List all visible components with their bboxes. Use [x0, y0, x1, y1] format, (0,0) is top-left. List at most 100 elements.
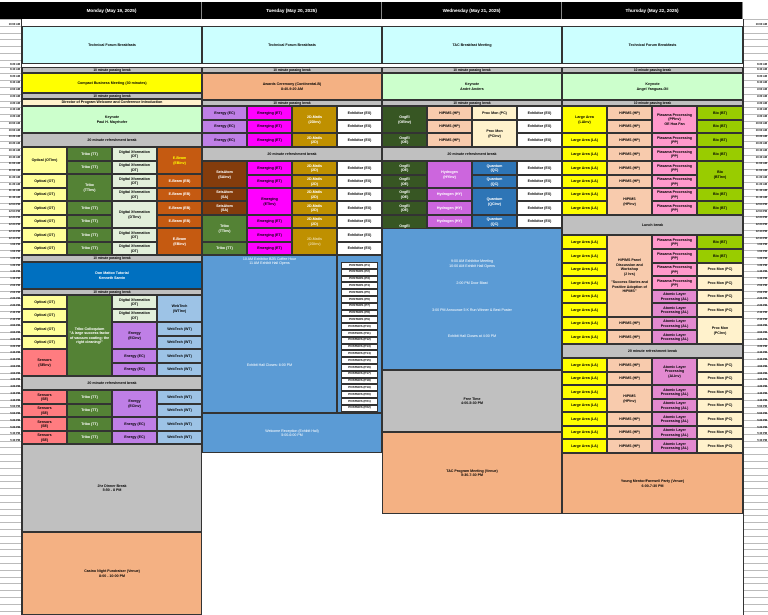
session-block-tribo[interactable]: Tribo (TT)	[67, 390, 112, 404]
session-block-exhibitor[interactable]: Exhibitor (EX)	[517, 175, 562, 188]
session-block-optical[interactable]: Optical (OTInv)	[22, 147, 67, 174]
session-block-ebeam[interactable]: E-Beam (EBInv)	[157, 228, 202, 255]
session-block-plasma[interactable]: Plasama Processing (PPInv) GE Hoa Fan	[652, 106, 697, 133]
session-block-og[interactable]: OxgEl (OE)	[382, 175, 427, 188]
session-block-keynote[interactable]: Keynote Angel Yanguas-Gil	[562, 73, 743, 100]
session-block-tribo[interactable]: Tribo (TT)	[67, 431, 112, 444]
session-block-bio[interactable]: Bio (BT)	[697, 106, 743, 120]
session-block-optical[interactable]: Optical (OT)	[22, 188, 67, 201]
session-block-tribo[interactable]: Tribo (TT)	[202, 242, 247, 255]
session-block-procmon[interactable]: Proc Mon (PC)	[472, 106, 517, 120]
session-block-optical[interactable]: Optical (OT)	[22, 242, 67, 255]
session-block-webtech[interactable]: WebTech (WT)	[157, 404, 202, 417]
session-block-hipims[interactable]: HiPIMS (HPInv)	[607, 188, 652, 215]
session-block-largearea[interactable]: Large Area (LA)	[562, 399, 607, 412]
poster-slot[interactable]: POSTERS (P12)	[341, 336, 378, 344]
session-block-emerging[interactable]: Emerging (ET)	[247, 161, 292, 175]
session-block-hipims[interactable]: HiPIMS (HP)	[607, 330, 652, 344]
poster-slot[interactable]: POSTERS (P8)	[341, 309, 378, 317]
session-block-ebeam[interactable]: E-Beam (EB)	[157, 201, 202, 215]
session-block-ald[interactable]: Atomic Layer Processing (AL)	[652, 317, 697, 330]
session-block-hipims[interactable]: HiPIMS (HP)	[427, 106, 472, 120]
poster-slot[interactable]: POSTERS (P4)	[341, 282, 378, 290]
session-block-largearea[interactable]: Large Area (LA)	[562, 358, 607, 372]
session-block-exhibitor[interactable]: Exhibitor (EX)	[517, 188, 562, 201]
session-block-tribo[interactable]: Tribo (TT)	[67, 201, 112, 215]
session-block-optical[interactable]: Optical (OT)	[22, 309, 67, 322]
session-block-hipims[interactable]: HiPIMS (HP)	[607, 426, 652, 439]
session-block-twod[interactable]: 2D-Matls (2D)	[292, 201, 337, 215]
session-block-twod[interactable]: 2D-Matls (2D)	[292, 133, 337, 147]
session-block-emerging[interactable]: Emerging (ET)	[247, 175, 292, 188]
session-block-largearea[interactable]: Large Area (LA)	[562, 249, 607, 263]
session-block-hipims[interactable]: HiPIMS (HP)	[427, 120, 472, 133]
session-block-hipims[interactable]: HiPIMS (HP)	[607, 147, 652, 161]
session-block-hipims[interactable]: HiPIMS (HP)	[607, 133, 652, 147]
session-block-procmon[interactable]: Proc Mon (PC)	[697, 385, 743, 399]
session-block-procmon[interactable]: Proc Mon (PC)	[697, 358, 743, 372]
session-block-venue[interactable]: Casino Night Fundraiser (Venue) 8:00 - 1…	[22, 532, 202, 615]
session-block-awards[interactable]: Awards Ceremony (Continental-B) 8:40-9:2…	[202, 73, 382, 100]
session-block-director[interactable]: Director of Program Welcome and Conferen…	[22, 99, 202, 106]
session-block-bio[interactable]: Bio (BT)	[697, 147, 743, 161]
session-block-quantum[interactable]: Quantum (QC)	[472, 161, 517, 175]
session-block-ald[interactable]: Atomic Layer Processing (ALInv)	[652, 358, 697, 385]
session-block-largearea[interactable]: Large Area (LAInv)	[562, 106, 607, 133]
session-block-quantum[interactable]: Quantum (QC)	[472, 215, 517, 228]
session-block-webtech[interactable]: WebTech (WT)	[157, 417, 202, 431]
session-block-digital[interactable]: Digital Xformation (DT)	[112, 242, 157, 255]
session-block-bio[interactable]: Bio (BT)	[697, 133, 743, 147]
session-block-ald[interactable]: Atomic Layer Processing (AL)	[652, 385, 697, 399]
session-block-plasma[interactable]: Plasama Processing (PP)	[652, 161, 697, 175]
session-block-largearea[interactable]: Large Area (LA)	[562, 235, 607, 249]
session-block-exhibitor[interactable]: Exhibitor (EX)	[337, 242, 382, 255]
session-block-largearea[interactable]: Large Area (LA)	[562, 426, 607, 439]
session-block-digital[interactable]: Digital Xformation (DT)	[112, 295, 157, 309]
session-block-energy[interactable]: Energy (EC)	[202, 106, 247, 120]
session-block-optical[interactable]: Optical (OT)	[22, 336, 67, 349]
session-block-procmon[interactable]: Proc Mon (PC)	[697, 290, 743, 303]
session-block-sensors[interactable]: Sensors (SEInv)	[22, 349, 67, 376]
session-block-webtech[interactable]: WebTech (WT)	[157, 363, 202, 376]
poster-slot[interactable]: POSTERS (P15)	[341, 357, 378, 364]
poster-slot[interactable]: POSTERS (P9)	[341, 316, 378, 324]
session-block-webtech[interactable]: WebTech (WT)	[157, 322, 202, 336]
session-block-hipims[interactable]: HiPIMS (HP)	[607, 358, 652, 372]
poster-slot[interactable]: POSTERS (P13)	[341, 343, 378, 351]
session-block-largearea[interactable]: Large Area (LA)	[562, 372, 607, 385]
session-block-sensors[interactable]: Sensors (SE)	[22, 390, 67, 404]
session-block-seisatom[interactable]: SeisAtom (SA)	[202, 188, 247, 201]
session-block-ald[interactable]: Atomic Layer Processing (AL)	[652, 399, 697, 412]
session-block-energy[interactable]: Energy (EC)	[112, 349, 157, 363]
session-block-hipims[interactable]: HiPIMS (HP)	[607, 412, 652, 426]
poster-slot[interactable]: POSTERS (P14)	[341, 350, 378, 358]
poster-slot[interactable]: POSTERS (P19)	[341, 384, 378, 392]
poster-slot[interactable]: POSTERS (P22)	[341, 404, 378, 412]
session-block-exhibitor[interactable]: Exhibitor (EX)	[337, 188, 382, 201]
session-block-break[interactable]: 10 minute passing break	[562, 67, 743, 73]
session-block-tribo[interactable]: Tribo (TT)	[67, 147, 112, 161]
session-block-break[interactable]: 2hr Dinner Break 5:50 - 8 PM	[22, 444, 202, 532]
session-block-keynote[interactable]: Keynote Paul H. Mayrhofer	[22, 106, 202, 133]
session-block-largearea[interactable]: Large Area (LA)	[562, 201, 607, 215]
session-block-procmon[interactable]: Proc Mon (PC)	[697, 263, 743, 276]
session-block-break[interactable]: 10 minute passing break	[202, 100, 382, 106]
session-block-exhibitor[interactable]: Exhibitor (EX)	[517, 161, 562, 175]
session-block-break[interactable]: 10 minute passing break	[22, 93, 202, 99]
session-block-sensors[interactable]: Sensors (SE)	[22, 417, 67, 431]
session-block-webtech[interactable]: WebTech (WTInv)	[157, 295, 202, 322]
session-block-bio[interactable]: Bio (BT)	[697, 235, 743, 249]
session-block-procmon[interactable]: Proc Mon (PC)	[697, 439, 743, 453]
session-block-optical[interactable]: Optical (OT)	[22, 322, 67, 336]
session-block-exhibitor[interactable]: Exhibitor (EX)	[517, 215, 562, 228]
session-block-exhibitor[interactable]: Exhibitor (EX)	[517, 133, 562, 147]
session-block-optical[interactable]: Optical (OT)	[22, 228, 67, 242]
session-block-seisatom[interactable]: SeisAtom (SA)	[202, 201, 247, 215]
session-block-breakfast[interactable]: Technical Forum Breakfasts	[202, 26, 382, 64]
session-block-hipims[interactable]: HiPIMS (HP)	[607, 106, 652, 120]
session-block-ald[interactable]: Atomic Layer Processing (AL)	[652, 330, 697, 344]
poster-slot[interactable]: POSTERS (P17)	[341, 370, 378, 378]
session-block-largearea[interactable]: Large Area (LA)	[562, 276, 607, 290]
session-block-emerging[interactable]: Emerging (ET)	[247, 242, 292, 255]
session-block-business[interactable]: Compact Business Meeting (30 minutes)	[22, 73, 202, 93]
